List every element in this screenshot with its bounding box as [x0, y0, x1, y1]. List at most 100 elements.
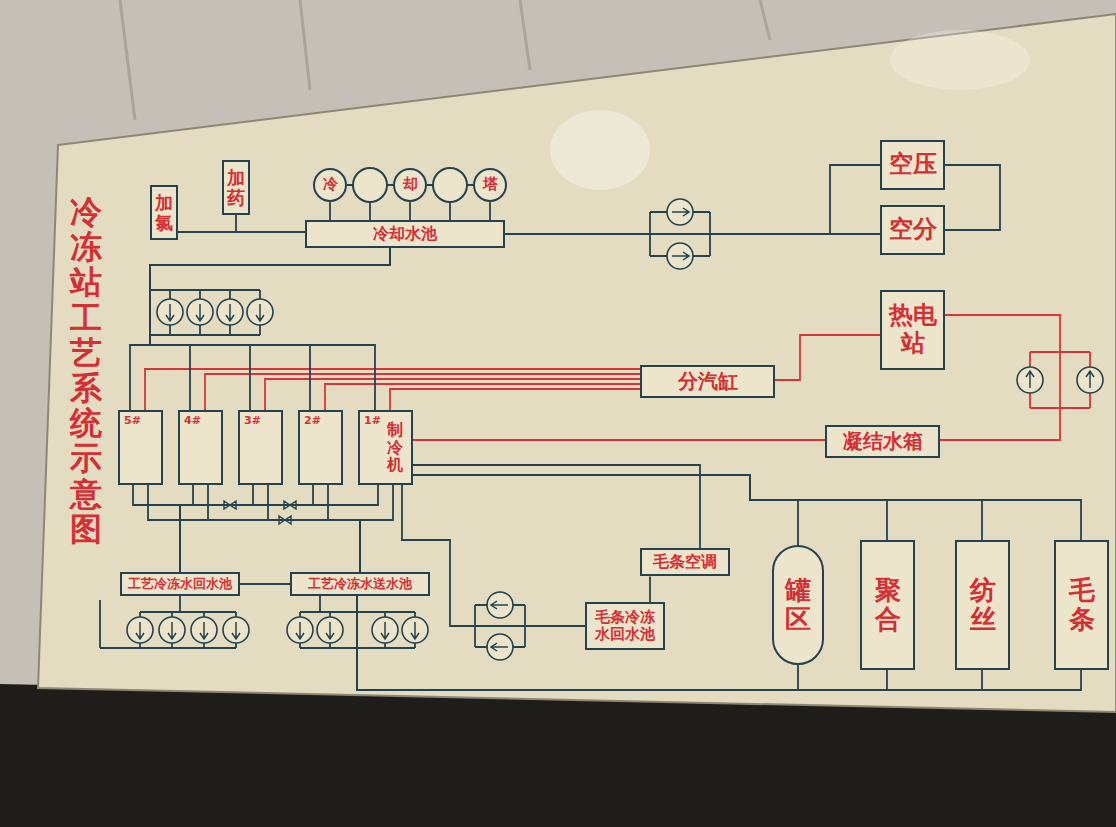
- box-label: 工艺冷冻水送水池: [308, 577, 412, 592]
- pipe-line: [148, 485, 360, 572]
- box-label: 罐区: [785, 576, 811, 633]
- pool-box: 工艺冷冻水回水池: [120, 572, 240, 596]
- box-label: 纺丝: [970, 576, 996, 633]
- pump-symbol: [157, 299, 183, 325]
- chiller-box: 2#: [298, 410, 343, 485]
- pump-symbol: [372, 617, 398, 643]
- consumer-box: 纺丝: [955, 540, 1010, 670]
- pump-symbol: [287, 617, 313, 643]
- diagram-title: 冷冻站工艺系统示意图: [70, 195, 102, 547]
- header-box: 分汽缸: [640, 365, 775, 398]
- unit-number: 2#: [304, 415, 321, 428]
- board: [38, 14, 1116, 712]
- pipe-line: [180, 485, 313, 572]
- box-label: 冷: [323, 176, 338, 193]
- title-block: 冷冻站工艺系统示意图: [70, 195, 102, 547]
- chiller-box: 3#: [238, 410, 283, 485]
- unit-number: 4#: [184, 415, 201, 428]
- consumer-box: 聚合: [860, 540, 915, 670]
- pipe-line: [505, 233, 880, 235]
- unit-number: 5#: [124, 415, 141, 428]
- pipe-line: [150, 248, 390, 410]
- pump-symbol: [1077, 367, 1103, 393]
- equipment-box: 热电站: [880, 290, 945, 370]
- dosing-box: 加药: [222, 160, 250, 215]
- pipe-line: [150, 248, 390, 410]
- chiller-box: 1# 制冷机: [358, 410, 413, 485]
- pump-symbol: [247, 299, 273, 325]
- pipe-line: [649, 576, 651, 602]
- pipe-line: [240, 583, 290, 585]
- box-label: 毛条空调: [653, 553, 717, 571]
- pipe-line: [180, 485, 193, 572]
- equipment-box: 空分: [880, 205, 945, 255]
- pipe-line: [329, 202, 331, 220]
- consumer-box: 毛条: [1054, 540, 1109, 670]
- pump-symbol: [667, 199, 693, 225]
- pump-symbol: [667, 243, 693, 269]
- pipe-line: [145, 369, 640, 410]
- pipe-line: [402, 485, 585, 626]
- pump-symbol: [187, 299, 213, 325]
- pipe-line: [390, 389, 640, 410]
- pump-symbol: [191, 617, 217, 643]
- tank-box: 凝结水箱: [825, 425, 940, 458]
- chiller-box: 5#: [118, 410, 163, 485]
- shape-outline: [474, 169, 506, 201]
- stain: [550, 110, 650, 190]
- pump-symbol: [223, 617, 249, 643]
- pipe-line: [413, 475, 887, 540]
- pipe-line: [325, 384, 640, 410]
- box-label: 空压: [889, 151, 937, 179]
- pipe-line: [413, 475, 982, 540]
- box-label: 加药: [227, 168, 245, 208]
- box-label: 毛条冷冻水回水池: [591, 609, 659, 644]
- pipe-line: [328, 485, 360, 572]
- pipe-line: [150, 248, 390, 410]
- equipment-box: 毛条空调: [640, 548, 730, 576]
- box-label: 制冷机: [387, 421, 403, 474]
- pump-manifold: [150, 290, 260, 335]
- pipe-line: [409, 202, 411, 220]
- box-label: 塔: [483, 176, 498, 193]
- box-label: 空分: [889, 216, 937, 244]
- stain: [890, 30, 1030, 90]
- pipe-line: [360, 485, 393, 572]
- pipe-line: [505, 165, 880, 234]
- tank-capsule: 罐区: [772, 545, 824, 665]
- pipe-line: [180, 485, 253, 572]
- pump-manifold: [100, 596, 236, 648]
- pipe-line: [180, 485, 378, 572]
- box-label: 工艺冷冻水回水池: [128, 577, 232, 592]
- pipe-line: [130, 248, 390, 410]
- pipe-line: [940, 315, 1060, 440]
- dosing-box: 加氯: [150, 185, 178, 240]
- unit-number: 1#: [364, 415, 381, 428]
- unit-number: 3#: [244, 415, 261, 428]
- pipe-line: [357, 596, 798, 690]
- tower-circle: 塔: [473, 168, 507, 202]
- pipe-line: [150, 248, 390, 410]
- box-label: 加氯: [155, 193, 173, 233]
- pump-symbol: [1017, 367, 1043, 393]
- pipe-line: [265, 379, 640, 410]
- box-label: 聚合: [875, 576, 901, 633]
- pool-box: 工艺冷冻水送水池: [290, 572, 430, 596]
- pool-box: 冷却水池: [305, 220, 505, 248]
- pipe-line: [945, 165, 1000, 230]
- box-label: 毛条: [1069, 576, 1095, 633]
- pool-box: 毛条冷冻水回水池: [585, 602, 665, 650]
- pipe-line: [268, 485, 360, 572]
- pipe-line: [413, 475, 1081, 540]
- pump-symbol: [217, 299, 243, 325]
- pipe-line: [489, 202, 491, 220]
- shape-outline: [394, 169, 426, 201]
- pump-symbol: [127, 617, 153, 643]
- pipe-line: [205, 374, 640, 410]
- box-label: 冷却水池: [373, 225, 437, 243]
- tower-circle: [353, 168, 387, 202]
- pump-symbol: [487, 592, 513, 618]
